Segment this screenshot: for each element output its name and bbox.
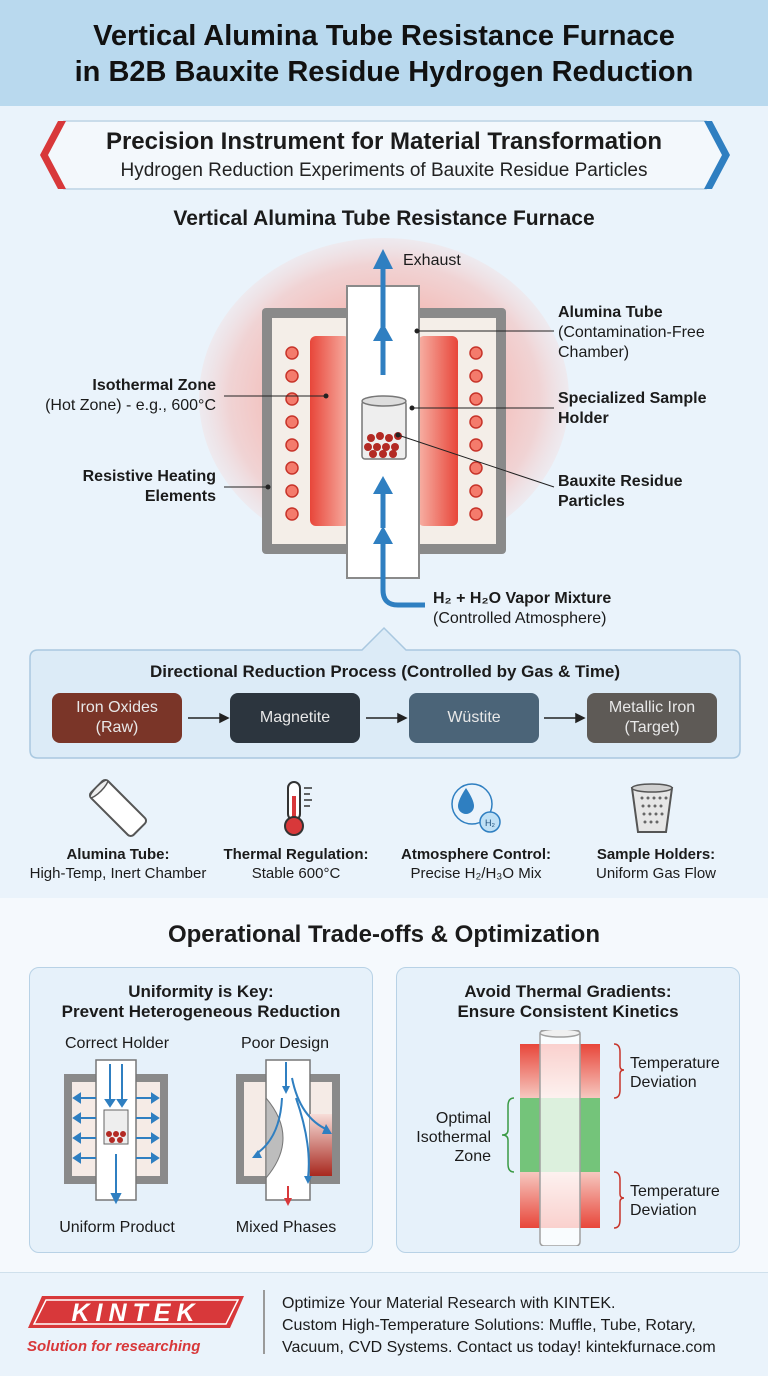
thermal-gradient-diagram [501, 1030, 625, 1246]
temp-deviation-top: Temperature Deviation [630, 1054, 720, 1092]
footer-line1: Optimize Your Material Research with KIN… [282, 1295, 616, 1312]
step-magnetite: Magnetite [230, 693, 360, 743]
step-metallic-iron: Metallic Iron (Target) [587, 693, 717, 743]
heating-elements-line1: Resistive Heating [82, 468, 216, 485]
feature-sample-holders: Sample Holders: Uniform Gas Flow [556, 845, 756, 883]
page-title-line1: Vertical Alumina Tube Resistance Furnace [93, 20, 675, 52]
thermal-title-1: Avoid Thermal Gradients: [464, 982, 672, 1001]
correct-holder-label: Correct Holder [64, 1035, 170, 1052]
feature-alumina-tube: Alumina Tube: High-Temp, Inert Chamber [18, 845, 218, 883]
mesh-holder-icon [630, 783, 674, 833]
process-heading: Directional Reduction Process (Controlle… [149, 662, 621, 681]
banner-subtitle: Hydrogen Reduction Experiments of Bauxit… [120, 160, 648, 181]
temp-deviation-bottom-line1: Temperature [630, 1183, 720, 1200]
optimal-zone-label: Optimal Isothermal Zone [400, 1109, 491, 1166]
alumina-tube-line3: Chamber) [558, 344, 630, 361]
tube-icon [88, 778, 148, 838]
kintek-logo: KINTEK [28, 1296, 244, 1328]
step-metallic-iron-line1: Metallic Iron [608, 699, 696, 716]
page-title-line2: in B2B Bauxite Residue Hydrogen Reductio… [74, 56, 694, 88]
optimal-line1: Optimal [435, 1110, 491, 1127]
footer-line2: Custom High-Temperature Solutions: Muffl… [282, 1317, 696, 1334]
uniformity-title-2: Prevent Heterogeneous Reduction [61, 1002, 341, 1021]
isothermal-zone-sub: (Hot Zone) - e.g., 600°C [45, 397, 216, 414]
gradient-tube [539, 1030, 581, 1246]
uniform-product-label: Uniform Product [59, 1219, 175, 1236]
temp-deviation-bottom-line2: Deviation [630, 1202, 697, 1219]
step-iron-oxides-line1: Iron Oxides [76, 699, 158, 716]
feature-desc: Stable 600°C [251, 865, 341, 882]
kintek-brand-text: KINTEK [71, 1299, 200, 1327]
feature-desc: High-Temp, Inert Chamber [29, 865, 207, 882]
alumina-tube-title: Alumina Tube [558, 304, 663, 321]
footer-divider [263, 1290, 265, 1354]
h2-badge: H₂ [485, 818, 495, 828]
furnace-diagram [199, 238, 569, 608]
optimal-line3: Zone [454, 1148, 491, 1165]
correct-holder-diagram [64, 1059, 168, 1205]
thermal-title-2: Ensure Consistent Kinetics [457, 1002, 679, 1021]
feature-title: Thermal Regulation: [223, 846, 369, 863]
step-wustite: Wüstite [409, 693, 539, 743]
holder-comparison-diagram [64, 1059, 340, 1206]
sample-holder-line1: Specialized Sample [558, 390, 707, 407]
temp-deviation-top-line2: Deviation [630, 1074, 697, 1091]
mixed-phases-label: Mixed Phases [235, 1219, 337, 1236]
thermometer-icon [284, 781, 312, 836]
tradeoffs-heading: Operational Trade-offs & Optimization [167, 921, 601, 948]
process-panel [29, 626, 741, 759]
feature-desc: Uniform Gas Flow [595, 865, 717, 882]
banner-title: Precision Instrument for Material Transf… [105, 128, 663, 155]
sample-holder-line2: Holder [558, 410, 609, 427]
kintek-tagline: Solution for researching [27, 1338, 201, 1355]
heating-elements-line2: Elements [144, 488, 216, 505]
gas-mixture-title: H₂ + H₂O Vapor Mixture [433, 590, 612, 607]
feature-thermal-regulation: Thermal Regulation: Stable 600°C [196, 845, 396, 883]
poor-design-diagram [236, 1059, 340, 1206]
feature-desc: Precise H₂/H₃O Mix [410, 865, 542, 882]
feature-title: Atmosphere Control: [401, 846, 551, 863]
step-wustite-label: Wüstite [447, 709, 501, 726]
isothermal-zone-title: Isothermal Zone [92, 377, 216, 394]
uniformity-title-1: Uniformity is Key: [128, 982, 274, 1001]
footer-line3: Vacuum, CVD Systems. Contact us today! k… [282, 1339, 716, 1356]
furnace-heading: Vertical Alumina Tube Resistance Furnace [173, 207, 595, 230]
process-arrows [188, 712, 586, 724]
gas-mixture-sub: (Controlled Atmosphere) [433, 610, 607, 627]
step-magnetite-label: Magnetite [259, 709, 331, 726]
step-metallic-iron-line2: (Target) [624, 719, 680, 736]
exhaust-label: Exhaust [403, 252, 461, 269]
water-drop-icon: H₂ [451, 783, 501, 833]
banner-ribbon [40, 120, 730, 190]
bauxite-line2: Particles [558, 493, 625, 510]
temp-deviation-top-line1: Temperature [630, 1055, 720, 1072]
optimal-line2: Isothermal [416, 1129, 491, 1146]
sample-holder [361, 395, 407, 460]
feature-atmosphere-control: Atmosphere Control: Precise H₂/H₃O Mix [376, 845, 576, 883]
feature-title: Sample Holders: [596, 846, 716, 863]
step-iron-oxides: Iron Oxides (Raw) [52, 693, 182, 743]
temp-deviation-bottom: Temperature Deviation [630, 1182, 720, 1220]
alumina-tube-line2: (Contamination-Free [558, 324, 705, 341]
feature-title: Alumina Tube: [66, 846, 170, 863]
step-iron-oxides-line2: (Raw) [95, 719, 139, 736]
header-bar: Vertical Alumina Tube Resistance Furnace… [0, 0, 768, 106]
bauxite-line1: Bauxite Residue [558, 473, 683, 490]
footer-text: Optimize Your Material Research with KIN… [282, 1293, 716, 1359]
poor-design-label: Poor Design [240, 1035, 330, 1052]
